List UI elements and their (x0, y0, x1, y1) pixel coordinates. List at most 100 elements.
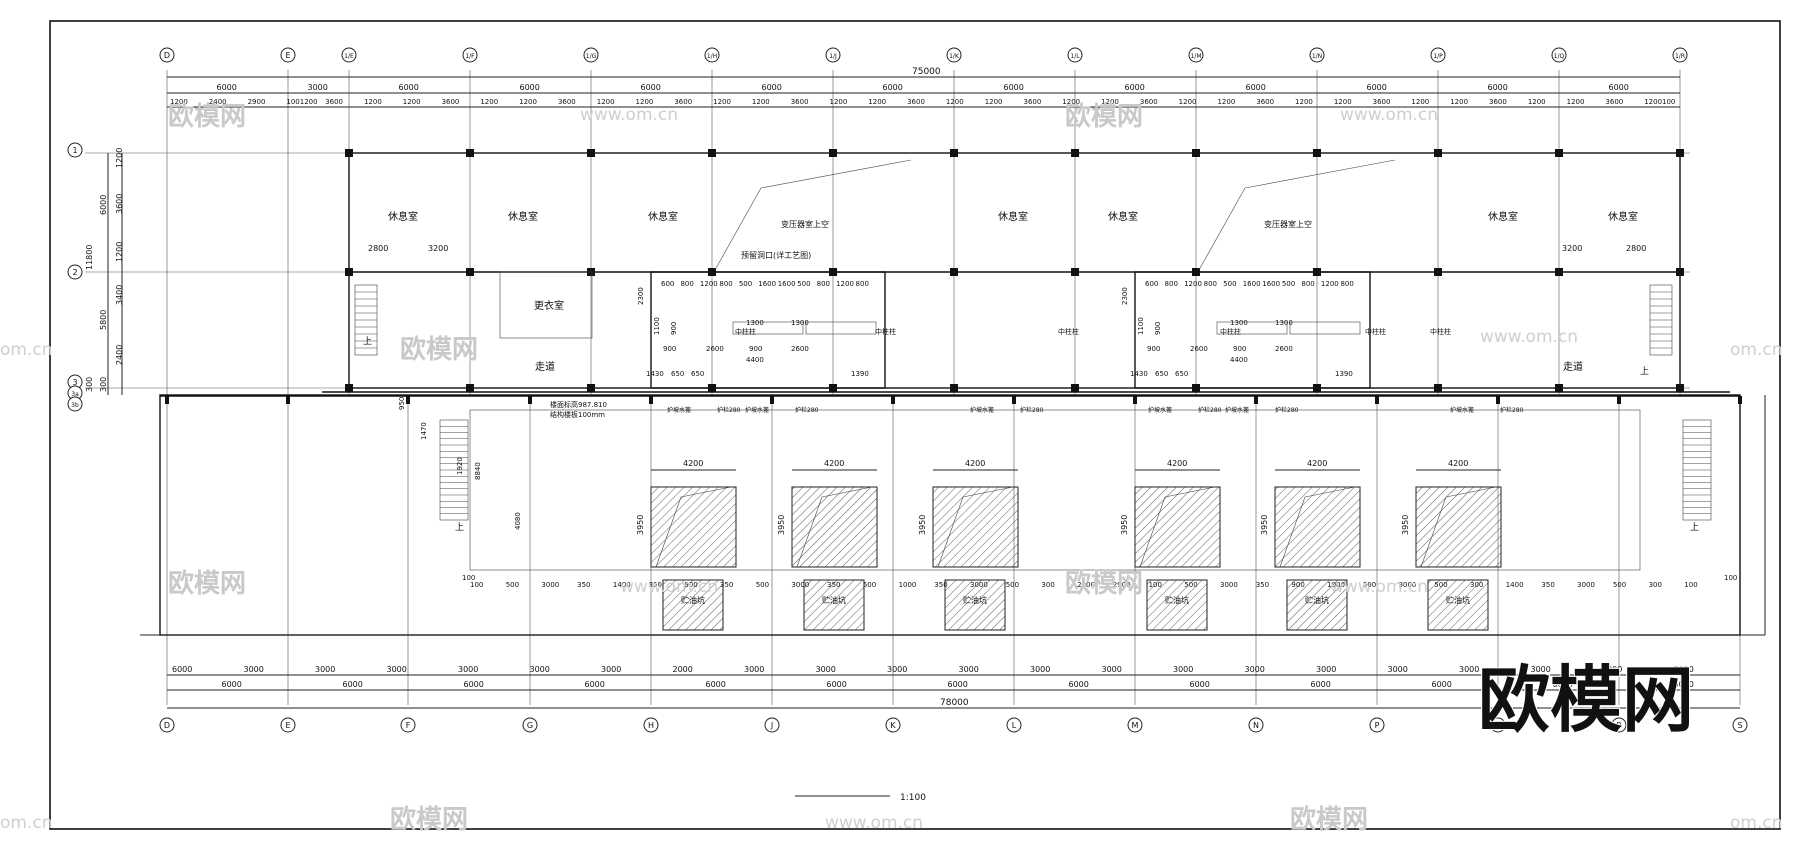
lower-row-dim: 3000 (791, 581, 809, 589)
top-sub-dim: 3600 (907, 98, 925, 106)
grid-bubble-left (67, 264, 83, 280)
lower-row-dim: 350 (1256, 581, 1269, 589)
drain-label: 护坡水篦 (1148, 406, 1172, 414)
transformer-dim: 800 (1204, 280, 1217, 288)
lower-row-dim: 500 (1613, 581, 1626, 589)
column (1313, 149, 1321, 157)
grid-bubble-top-label: 1/M (1190, 53, 1201, 60)
grid-bubble-top (159, 47, 175, 63)
grid-bubble-top-label: 1/E (344, 53, 354, 60)
pit-slope (1279, 486, 1356, 568)
top-sub-dim: 1200 (1450, 98, 1468, 106)
transformer-dim: 1300 (746, 319, 764, 327)
middle-pillar-label: 中柱柱 (1365, 327, 1386, 336)
bottom-major-dim: 6000 (948, 680, 968, 689)
transformer-dim: 1300 (1275, 319, 1293, 327)
transformer-dim: 1600 (1262, 280, 1280, 288)
transformer-dim: 1600 (778, 280, 796, 288)
column (466, 268, 474, 276)
corridor-label: 走道 (1563, 360, 1583, 373)
lower-row-dim: 350 (934, 581, 947, 589)
grid-bubble-top-label: 1/F (465, 53, 475, 60)
watermark-url-short: om.cn (1730, 340, 1783, 360)
middle-pillar-label: 中柱柱 (875, 327, 896, 336)
left-dim: 2400 (115, 345, 124, 365)
grid-bubble-top-label: 1/J (829, 53, 837, 60)
watermark-brand: 欧模网 (390, 804, 468, 835)
top-sub-dim: 1200 (597, 98, 615, 106)
top-sub-dim: 1200 (1567, 98, 1585, 106)
top-sub-dim: 1200 (364, 98, 382, 106)
transformer-dim: 800 (719, 280, 732, 288)
bottom-major-dim: 6000 (1432, 680, 1452, 689)
transformer-dim: 800 (817, 280, 830, 288)
lower-row-dim: 500 (1363, 581, 1376, 589)
grid-bubble-bottom-label: F (406, 721, 411, 730)
leader-line (714, 187, 762, 271)
middle-pillar-label: 中柱柱 (1220, 327, 1241, 336)
stair-dim: 1920 (456, 457, 464, 475)
leader-line (760, 159, 912, 189)
lower-row-dim: 2900 (1077, 581, 1095, 589)
watermark-url: www.om.cn (620, 577, 718, 597)
top-sub-dim: 1200 (1411, 98, 1429, 106)
bottom-major-dim: 6000 (1674, 680, 1694, 689)
left-dim: 5800 (99, 310, 108, 330)
grid-bubble-bottom (1490, 717, 1506, 733)
grating-label: 护栏280 (1500, 406, 1524, 414)
stair-dim: 4080 (514, 512, 522, 530)
changing-room (499, 271, 593, 339)
left-dim: 300 (85, 377, 94, 392)
pit-slope (796, 486, 873, 568)
column (1071, 384, 1079, 392)
lower-row-dim: 500 (506, 581, 519, 589)
watermark-url-short: om.cn (1730, 813, 1783, 833)
rest-room-label: 休息室 (388, 210, 418, 223)
transformer-base (1289, 321, 1361, 335)
changing-room-label: 更衣室 (534, 299, 564, 312)
column (466, 384, 474, 392)
oil-pit-label: 贮油坑 (963, 595, 987, 605)
lower-row-dim: 350 (577, 581, 590, 589)
grating-label: 护栏280 (1020, 406, 1044, 414)
stair-dim: 1470 (420, 422, 428, 440)
column (1555, 149, 1563, 157)
elevation-note: 楼面标高987.810 (550, 400, 607, 409)
left-dim: 1200 (115, 242, 124, 262)
bottom-bay-dim: 3000 (387, 665, 407, 674)
pit-slope (1139, 486, 1216, 568)
bottom-bay-dim: 3000 (1459, 665, 1479, 674)
lower-row-dim: 900 (1291, 581, 1304, 589)
pit-slope (655, 486, 732, 568)
drain-label: 护坡水篦 (667, 406, 691, 414)
grating-label: 护栏280 (1275, 406, 1299, 414)
grid-bubble-top (704, 47, 720, 63)
grid-bubble-top (1430, 47, 1446, 63)
watermark-url: www.om.cn (825, 813, 923, 833)
misc-dim: 650 (1175, 370, 1188, 378)
transformer-dim: 1300 (791, 319, 809, 327)
bottom-bay-dim: 3000 (1531, 665, 1551, 674)
transformer-dim: 500 (1282, 280, 1295, 288)
transformer-base (732, 321, 804, 335)
lower-row-dim: 100 (1684, 581, 1697, 589)
column-small (1375, 396, 1379, 404)
pit-hatched (791, 486, 878, 568)
transformer-base (805, 321, 877, 335)
grid-bubble-top-label: 1/L (1070, 53, 1080, 60)
watermark-logo: 欧模网 (1478, 658, 1694, 742)
left-dim: 6000 (99, 195, 108, 215)
column-small (286, 396, 290, 404)
rest-room-label: 休息室 (1608, 210, 1638, 223)
transformer-dim: 1200 (836, 280, 854, 288)
top-sub-dim: 3600 (1256, 98, 1274, 106)
top-bay-dim: 6000 (1246, 83, 1266, 92)
transformer-dim: 800 (1340, 280, 1353, 288)
grid-bubble-bottom-label: P (1375, 721, 1380, 730)
column (345, 384, 353, 392)
transformer-dim: 600 (661, 280, 674, 288)
grid-bubble-left-label: 3a (71, 391, 79, 398)
left-dim: 3400 (115, 285, 124, 305)
grid-bubble-top-label: D (164, 51, 170, 60)
bottom-bay-dim: 3000 (530, 665, 550, 674)
